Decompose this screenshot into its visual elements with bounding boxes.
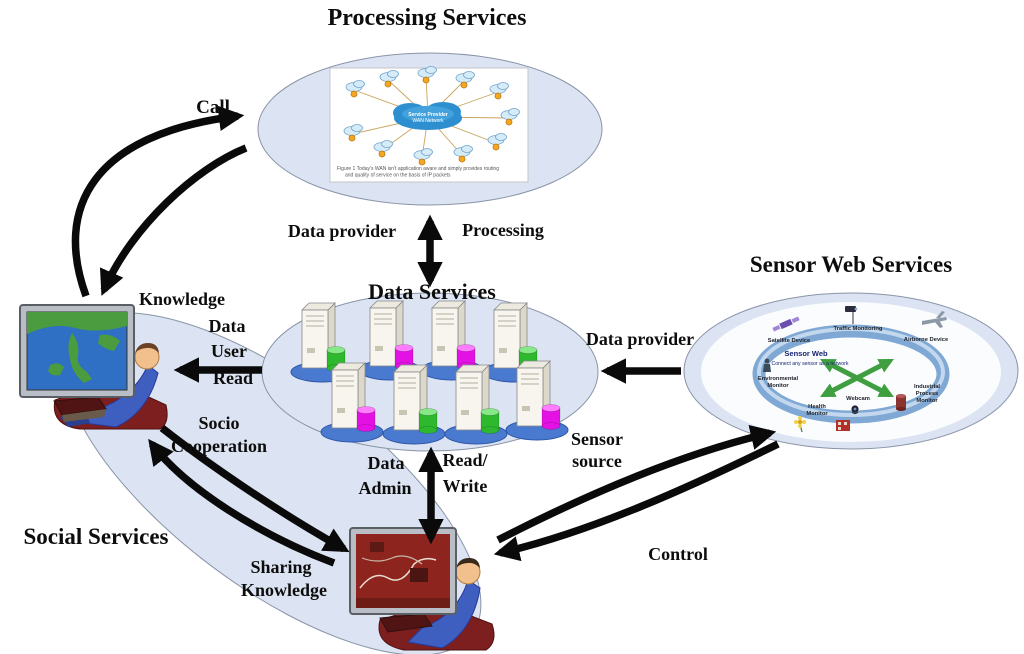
call-label: Call (196, 97, 230, 118)
processing-services-title: Processing Services (327, 5, 527, 31)
data-user-label-2: User (211, 341, 247, 361)
sharing-knowledge-label-1: Sharing (250, 557, 312, 577)
data-provider-label-right: Data provider (585, 329, 695, 349)
map-monitor-2-icon (349, 527, 457, 615)
wan-figure-caption-2: and quality of service on the basis of I… (345, 173, 451, 179)
airborne-device-label: Airborne Device (904, 337, 949, 343)
health-monitor-label-2: Monitor (806, 411, 828, 417)
knowledge-label: Knowledge (138, 289, 226, 309)
laptop-1-keyboard (62, 409, 106, 422)
building-icon (836, 420, 850, 431)
map-monitor-1-icon (19, 304, 135, 398)
social-user-1-icon (19, 304, 168, 430)
satellite-device-icon (772, 316, 800, 332)
socio-label-1: Socio (198, 413, 240, 433)
industrial-monitor-label-3: Monitor (916, 398, 938, 404)
knowledge-arrow-to-user (99, 144, 248, 296)
read-write-label-2: Write (442, 476, 488, 496)
sensor-web-inset: Sensor Web Connect any sensor as a netwo… (701, 302, 1001, 442)
environmental-monitor-label-1: Environmental (758, 376, 799, 382)
socio-arrow-to-user1 (148, 438, 336, 567)
sensor-source-label-2: source (572, 451, 622, 471)
sensor-flow-arrow-2 (819, 358, 895, 398)
airborne-device-icon (922, 311, 947, 328)
social-user-2-icon (349, 527, 495, 651)
data-user-label-1: Data (208, 316, 246, 336)
control-arrow (493, 440, 780, 562)
read-write-label-1: Read/ (442, 450, 488, 470)
person-2-hair (456, 558, 480, 568)
sensor-source-label-1: Sensor (570, 429, 624, 449)
data-admin-label-2: Admin (358, 478, 412, 498)
data-services-title: Data Services (368, 279, 496, 304)
flower-icon (794, 416, 806, 433)
socio-arrow-to-user2 (159, 425, 350, 553)
industrial-monitor-label-1: Industrial (914, 384, 940, 390)
read-label: Read (213, 368, 253, 388)
sharing-knowledge-label-2: Knowledge (240, 580, 328, 600)
call-arrow-to-processing (71, 105, 245, 298)
sensor-source-arrow (496, 424, 777, 544)
health-monitor-label-1: Health (808, 404, 826, 410)
data-admin-label-1: Data (367, 453, 405, 473)
provider-cloud-label-1: Service Provider (408, 112, 448, 118)
sensor-web-services-title: Sensor Web Services (749, 252, 953, 277)
industrial-monitor-label-2: Process (916, 391, 939, 397)
environmental-monitor-icon (763, 358, 771, 372)
wan-figure-caption-1: Figure 1 Today's WAN isn't application a… (337, 166, 499, 172)
sensor-ring-highlight (757, 327, 945, 417)
laptop-2-icon (379, 613, 433, 633)
sensor-web-label: Sensor Web (784, 349, 828, 358)
social-services-title: Social Services (23, 524, 169, 549)
environmental-monitor-label-2: Monitor (767, 383, 789, 389)
provider-cloud-label-2: WAN Network (412, 118, 444, 124)
provider-cloud-icon: Service Provider WAN Network (393, 102, 462, 130)
satellite-device-label: Satellite Device (768, 338, 811, 344)
traffic-monitoring-label: Traffic Monitoring (834, 326, 883, 332)
webcam-icon (851, 405, 859, 415)
processing-label: Processing (462, 220, 544, 240)
wan-links (351, 75, 510, 159)
webcam-label: Webcam (846, 396, 870, 402)
socio-label-2: Cooperation (171, 436, 267, 456)
control-label: Control (648, 544, 708, 564)
person-2-body (406, 579, 481, 649)
data-provider-label-top: Data provider (287, 221, 397, 241)
sensor-web-sublabel: Connect any sensor as a network (772, 361, 849, 367)
traffic-monitoring-icon (845, 306, 858, 324)
processing-inset: Service Provider WAN Network Figure 1 To… (329, 66, 529, 183)
person-1-hair (135, 343, 159, 353)
industrial-barrel-icon (896, 394, 906, 411)
